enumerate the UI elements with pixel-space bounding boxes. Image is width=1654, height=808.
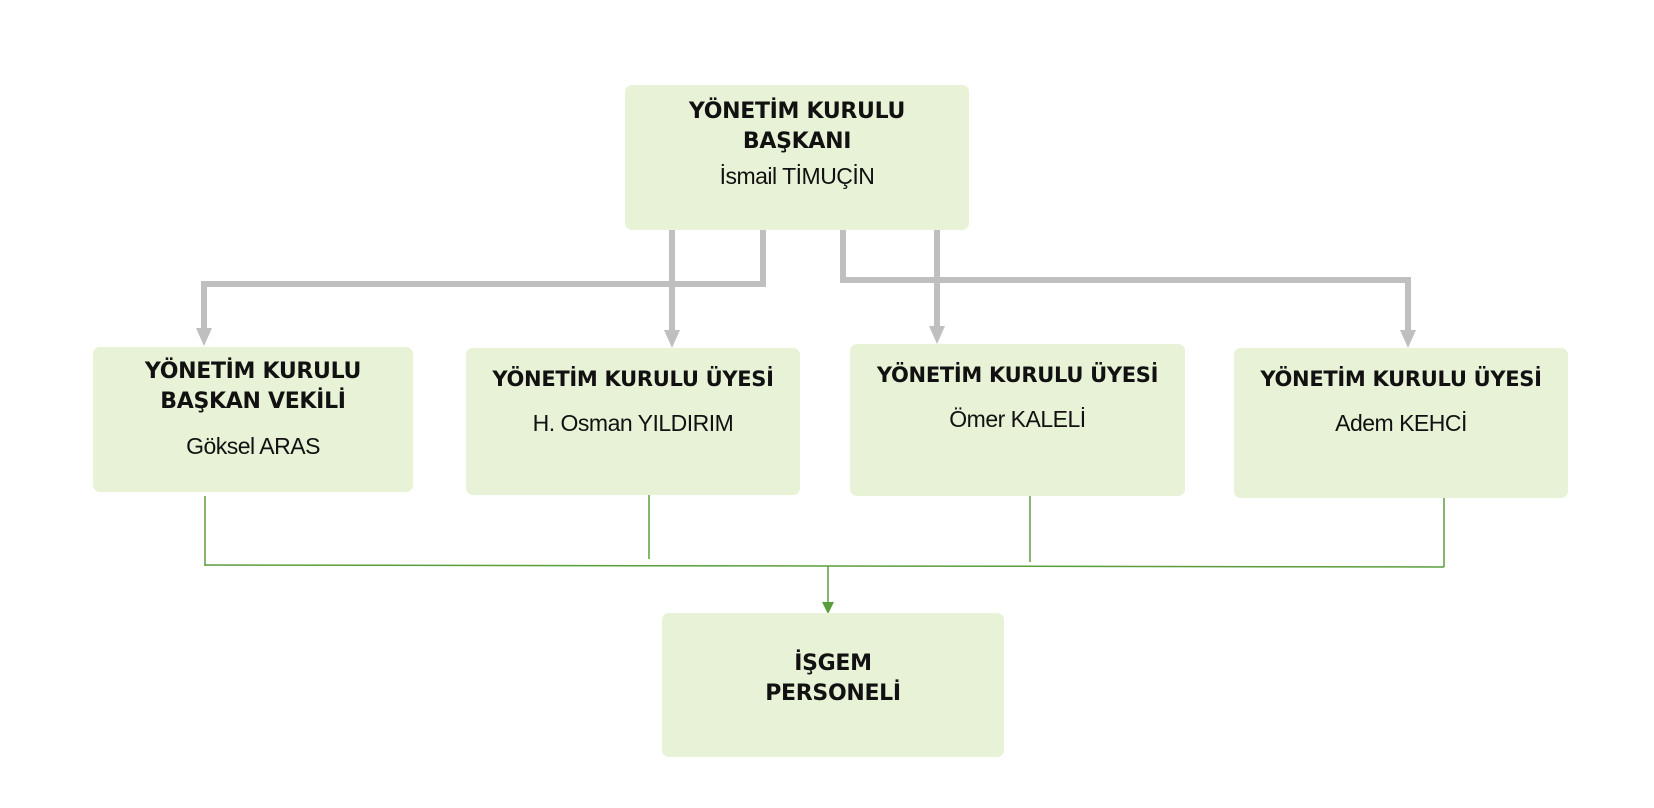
member-role: YÖNETİM KURULU ÜYESİ (1260, 367, 1542, 391)
member-name: H. Osman YILDIRIM (532, 410, 734, 436)
member-box-3: YÖNETİM KURULU ÜYESİ Adem KEHCİ (1234, 348, 1568, 498)
member-box-vice-chair: YÖNETİM KURULU BAŞKAN VEKİLİ Göksel ARAS (93, 347, 413, 492)
member-name: Ömer KALELİ (949, 406, 1086, 432)
chairman-role: YÖNETİM KURULU (688, 99, 906, 124)
member-role: YÖNETİM KURULU ÜYESİ (492, 367, 774, 391)
green-arrowhead (822, 602, 834, 614)
gray-arrowheads (196, 326, 1416, 348)
chairman-name: İsmail TİMUÇİN (719, 163, 875, 189)
member-role: YÖNETİM KURULU (144, 359, 362, 384)
member-name: Göksel ARAS (186, 433, 320, 459)
member-name: Adem KEHCİ (1335, 410, 1467, 436)
staff-box: İŞGEM PERSONELİ (662, 613, 1004, 757)
chairman-box: YÖNETİM KURULU BAŞKANI İsmail TİMUÇİN (625, 85, 969, 230)
member-box-1: YÖNETİM KURULU ÜYESİ H. Osman YILDIRIM (466, 348, 800, 495)
member-role: YÖNETİM KURULU ÜYESİ (876, 363, 1159, 387)
chairman-to-members-arrows (201, 217, 1411, 330)
staff-line1: İŞGEM (794, 651, 872, 676)
chairman-role-line2: BAŞKANI (742, 129, 852, 154)
member-box-2: YÖNETİM KURULU ÜYESİ Ömer KALELİ (850, 344, 1185, 496)
member-role-line2: BAŞKAN VEKİLİ (160, 389, 346, 414)
members-to-staff-lines (204, 491, 1445, 603)
staff-line2: PERSONELİ (765, 681, 901, 706)
